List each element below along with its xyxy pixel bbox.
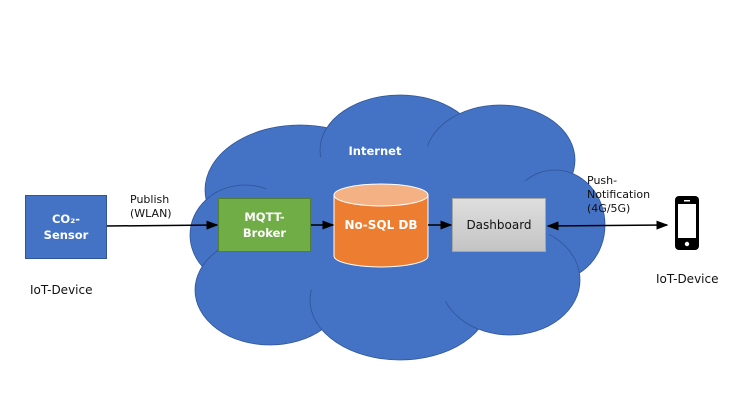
push-label-line2: Notification: [587, 188, 651, 201]
co2-sensor-node: CO₂- Sensor: [25, 195, 107, 259]
dashboard-node: Dashboard: [452, 198, 546, 252]
publish-label-line1: Publish: [130, 193, 170, 206]
broker-label-line1: MQTT-: [244, 210, 285, 224]
push-label-line3: (4G/5G): [587, 202, 631, 215]
sensor-caption: IoT-Device: [30, 283, 93, 297]
nosql-db-label: No-SQL DB: [344, 218, 418, 232]
mqtt-broker-node: MQTT- Broker: [218, 198, 311, 252]
dashboard-label: Dashboard: [466, 218, 532, 232]
broker-label-line2: Broker: [242, 226, 287, 240]
phone-caption: IoT-Device: [656, 272, 719, 286]
push-label-line1: Push-: [587, 174, 618, 187]
publish-label-line2: (WLAN): [130, 207, 172, 220]
nosql-db-cylinder: [333, 183, 429, 268]
cloud-label: Internet: [348, 144, 402, 158]
smartphone-icon: [675, 196, 699, 250]
sensor-label-line1: CO₂-: [51, 212, 81, 226]
sensor-label-line2: Sensor: [43, 228, 89, 242]
arrow-dashboard-phone: [546, 220, 669, 231]
arrow-sensor-to-broker: [106, 220, 219, 230]
